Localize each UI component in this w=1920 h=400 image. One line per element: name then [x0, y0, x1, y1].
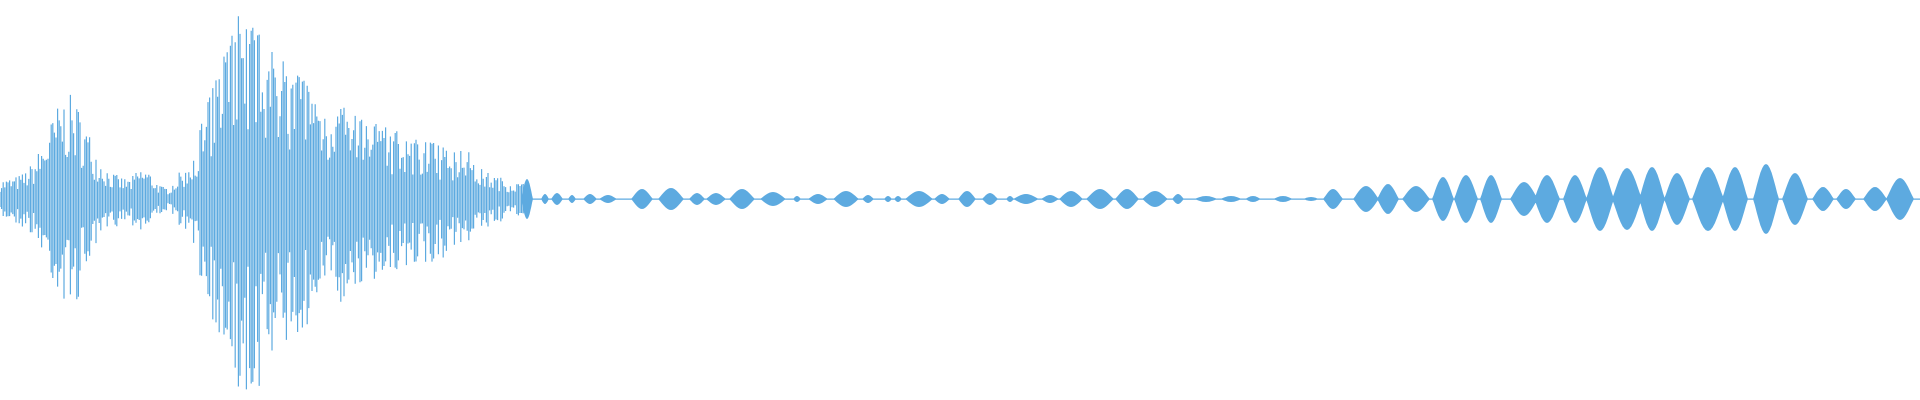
- waveform-pulse-section: [521, 164, 1920, 234]
- waveform-dense-section: [0, 16, 531, 390]
